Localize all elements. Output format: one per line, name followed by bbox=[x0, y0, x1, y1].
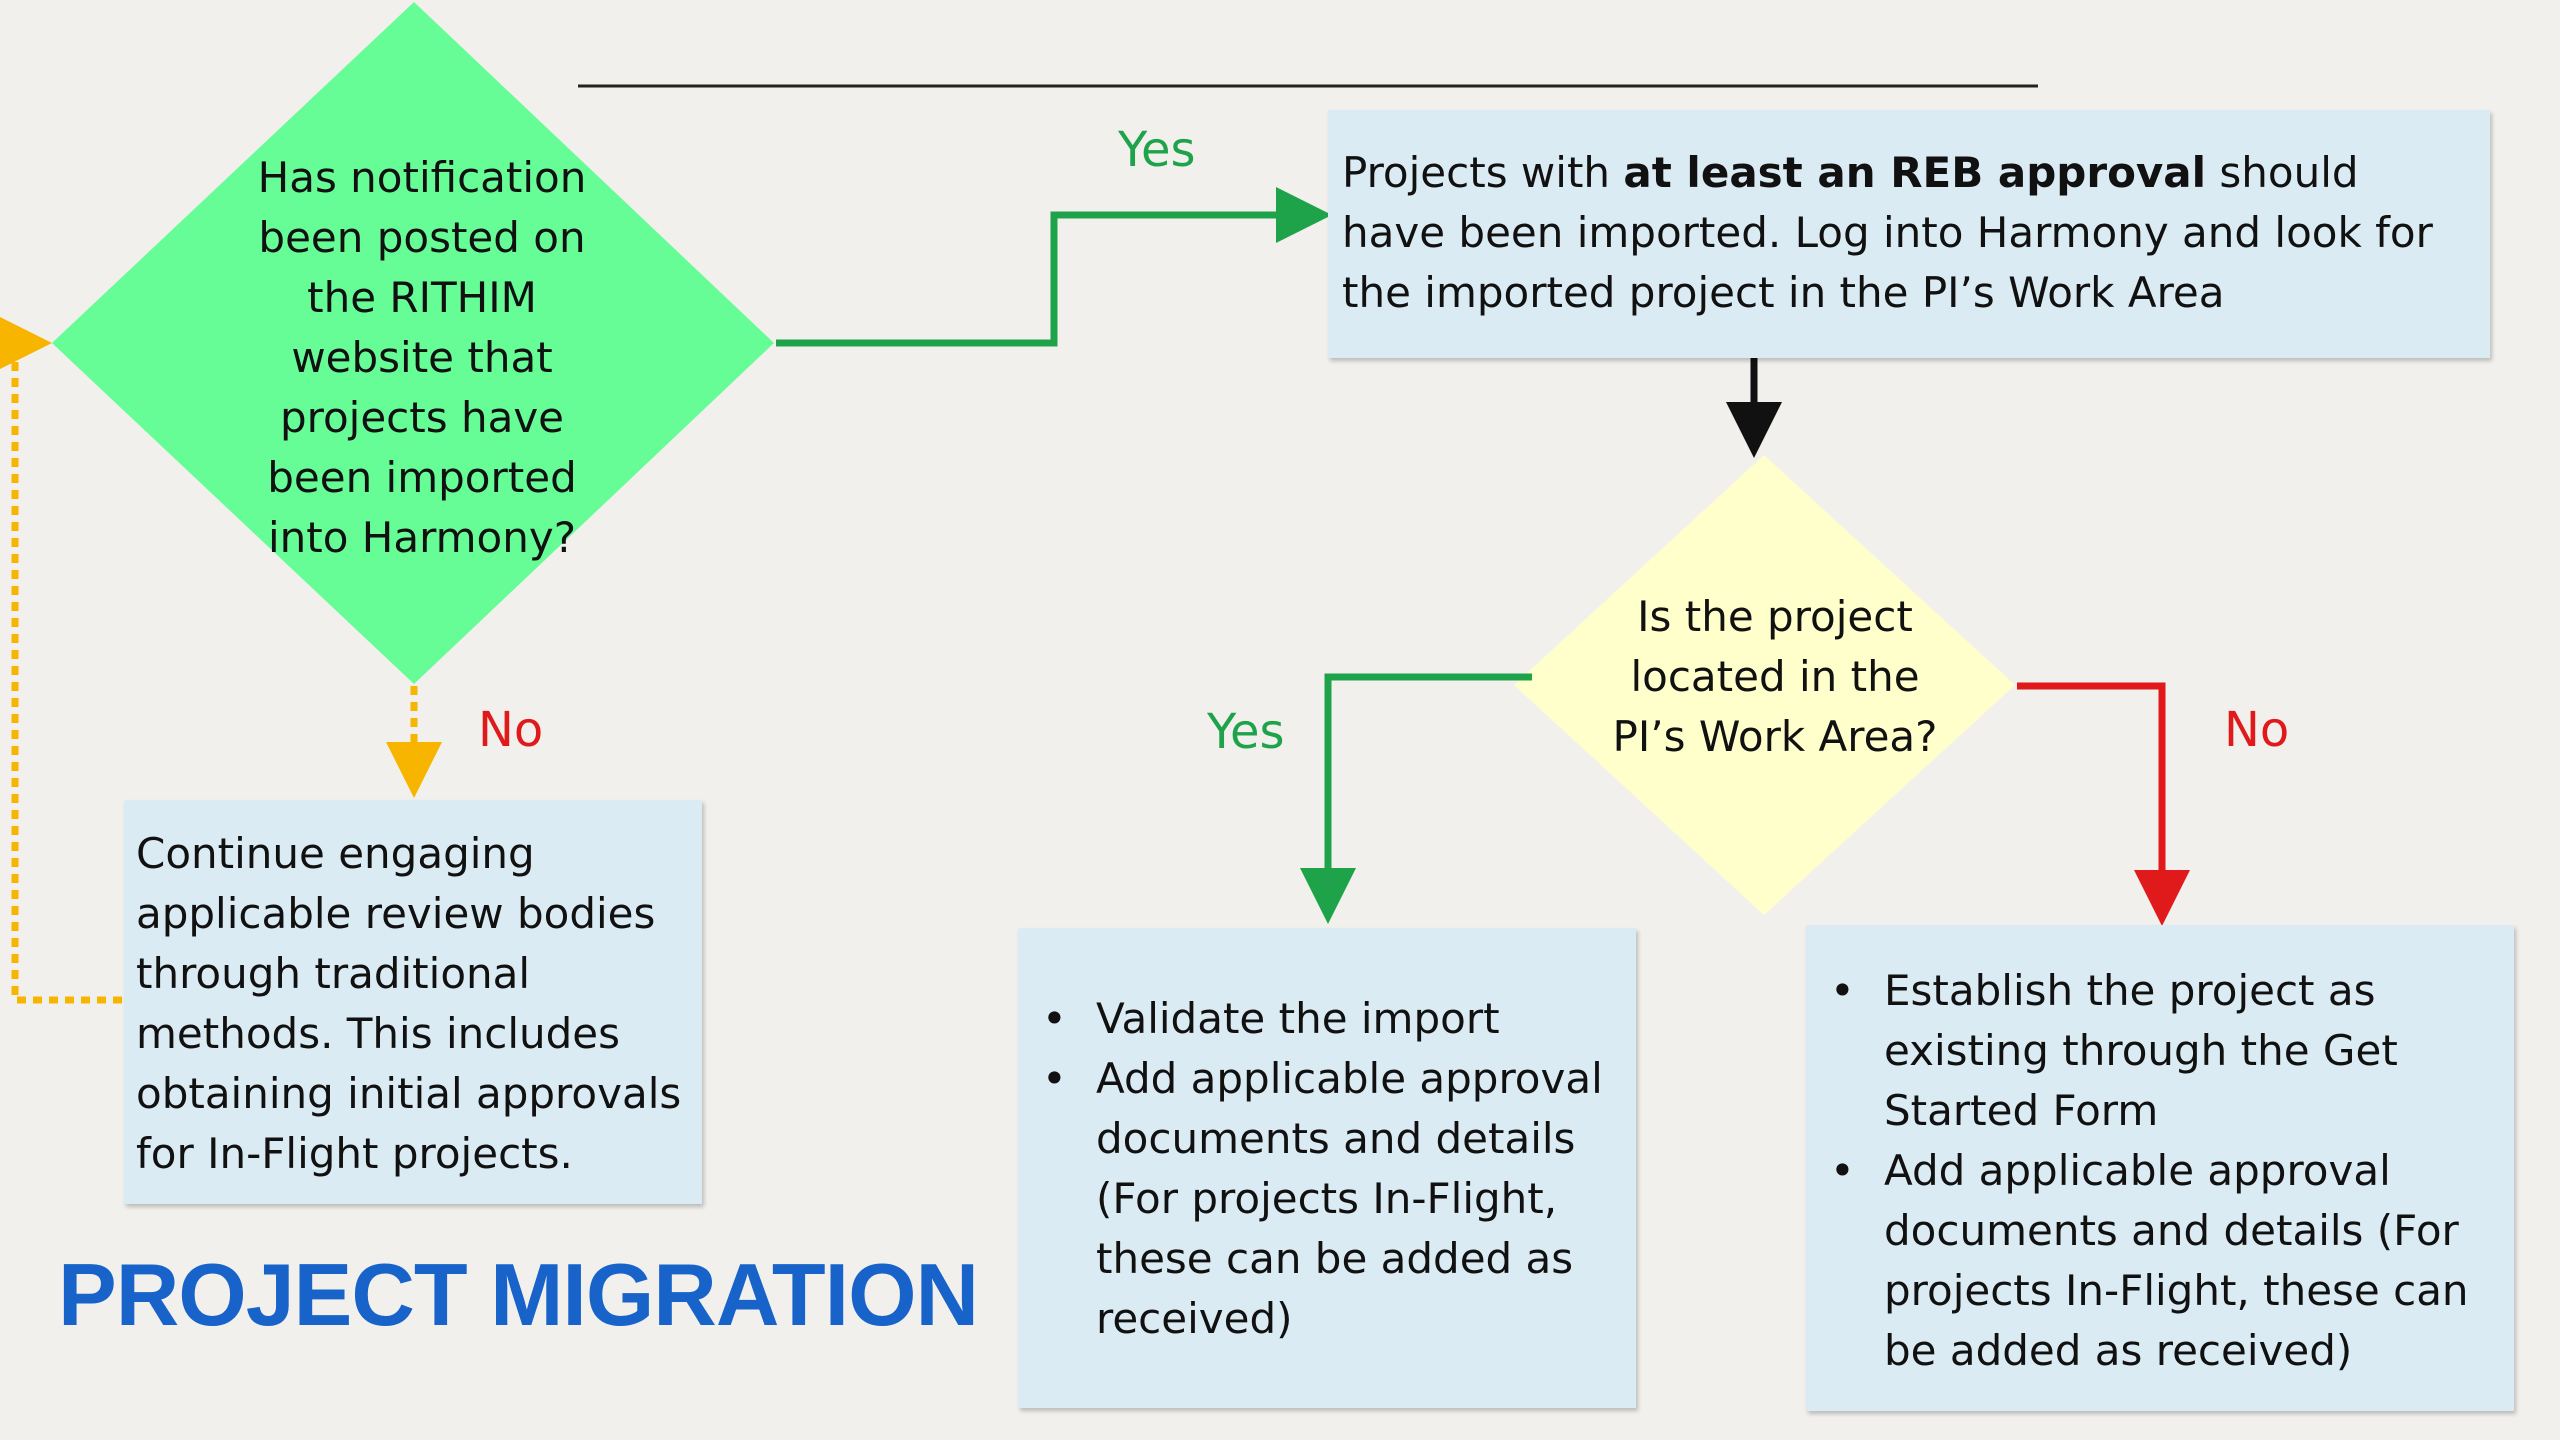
decision-imported-text: Has notification been posted on the RITH… bbox=[257, 153, 587, 562]
box-imported-project: Projects with at least an REB approval s… bbox=[1328, 110, 2490, 358]
validate-bullet-item: Validate the import bbox=[1032, 989, 1616, 1049]
page-title: PROJECT MIGRATION bbox=[58, 1245, 979, 1344]
decision-diamond-imported bbox=[52, 2, 774, 684]
label-no-right: No bbox=[2224, 702, 2290, 758]
box-validate-import: Validate the import Add applicable appro… bbox=[1018, 928, 1636, 1408]
box-imported-text-after: should have been imported. Log into Harm… bbox=[1342, 148, 2433, 317]
label-no-left: No bbox=[478, 702, 544, 758]
validate-bullet-item: Add applicable approval documents and de… bbox=[1032, 1049, 1616, 1349]
label-yes-top: Yes bbox=[1118, 122, 1196, 178]
connector-no-right bbox=[2017, 682, 2190, 926]
connector-yes-top bbox=[776, 187, 1332, 347]
box-continue-text: Continue engaging applicable review bodi… bbox=[136, 829, 682, 1178]
connector-yes-mid bbox=[1300, 673, 1532, 924]
validate-bullet-list: Validate the import Add applicable appro… bbox=[1032, 989, 1616, 1349]
box-imported-text-before: Projects with bbox=[1342, 148, 1624, 197]
decision-diamond-located bbox=[1514, 455, 2015, 915]
connector-loop-back bbox=[0, 315, 122, 1004]
box-establish-project: Establish the project as existing throug… bbox=[1806, 925, 2514, 1411]
box-continue-engaging: Continue engaging applicable review bodi… bbox=[124, 800, 702, 1204]
decision-located-text: Is the project located in the PI’s Work … bbox=[1612, 592, 1938, 761]
establish-bullet-item: Establish the project as existing throug… bbox=[1820, 961, 2494, 1141]
box-imported-text-bold: at least an REB approval bbox=[1623, 148, 2207, 197]
establish-bullet-item: Add applicable approval documents and de… bbox=[1820, 1141, 2494, 1381]
establish-bullet-list: Establish the project as existing throug… bbox=[1820, 961, 2494, 1381]
label-yes-mid: Yes bbox=[1207, 704, 1285, 760]
